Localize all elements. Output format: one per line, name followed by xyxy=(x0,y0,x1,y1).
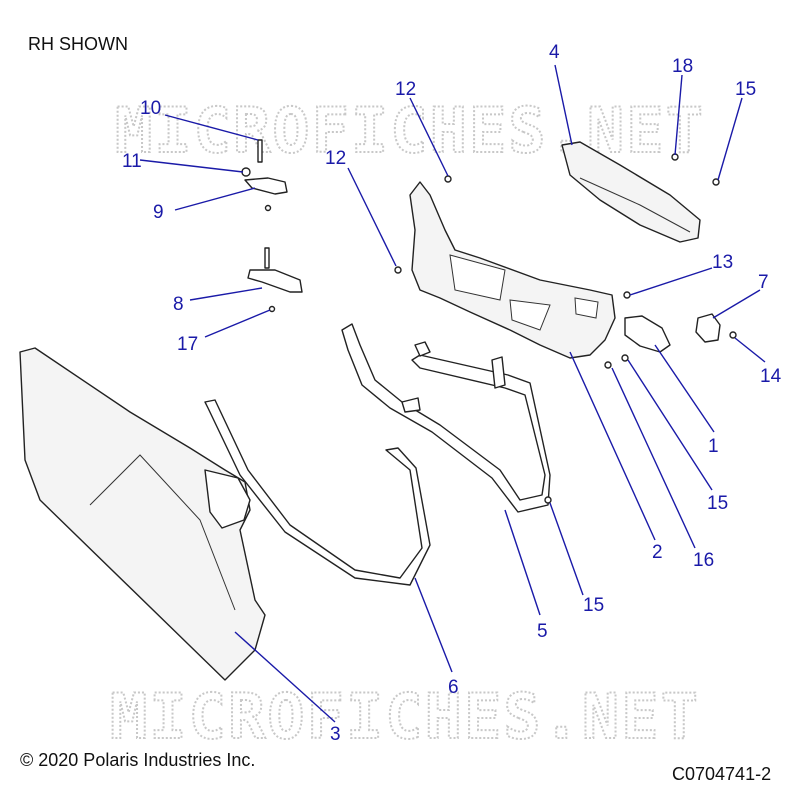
callout-12-top: 12 xyxy=(395,79,416,100)
callout-5: 5 xyxy=(537,621,548,642)
callout-11: 11 xyxy=(122,151,142,172)
fasteners xyxy=(264,153,737,504)
callout-9: 9 xyxy=(153,202,164,223)
upper-trim-part xyxy=(561,141,701,243)
callout-10: 10 xyxy=(140,98,161,119)
callout-14: 14 xyxy=(760,366,782,387)
callout-2: 2 xyxy=(652,542,663,563)
figure-id: C0704741-2 xyxy=(672,764,772,784)
door-panel-part xyxy=(19,347,266,681)
watermark-bottom: MICROFICHES.NET xyxy=(110,680,700,753)
lower-hinge-part xyxy=(247,247,303,293)
callout-7: 7 xyxy=(758,272,769,293)
door-seal-part xyxy=(204,399,431,586)
watermark-top: MICROFICHES.NET xyxy=(115,94,705,167)
callout-15-bottom: 15 xyxy=(583,595,604,616)
callout-3: 3 xyxy=(330,724,341,745)
copyright-text: © 2020 Polaris Industries Inc. xyxy=(20,750,256,770)
callout-6: 6 xyxy=(448,677,459,698)
view-note: RH SHOWN xyxy=(28,34,128,54)
callout-15-top: 15 xyxy=(735,79,756,100)
callout-12-left: 12 xyxy=(325,148,346,169)
door-frame-part xyxy=(341,323,551,513)
inner-panel-part xyxy=(409,181,616,359)
leader-lines xyxy=(139,64,766,723)
callout-8: 8 xyxy=(173,294,184,315)
callout-15-mid: 15 xyxy=(707,493,728,514)
callout-17: 17 xyxy=(177,334,198,355)
upper-hinge-part xyxy=(241,139,288,195)
callout-4: 4 xyxy=(549,42,560,63)
latch-part xyxy=(624,315,671,353)
callout-16: 16 xyxy=(693,550,714,571)
callout-1: 1 xyxy=(708,436,719,457)
callout-18: 18 xyxy=(672,56,693,77)
callout-13: 13 xyxy=(712,252,733,273)
striker-plate-part xyxy=(695,313,721,343)
